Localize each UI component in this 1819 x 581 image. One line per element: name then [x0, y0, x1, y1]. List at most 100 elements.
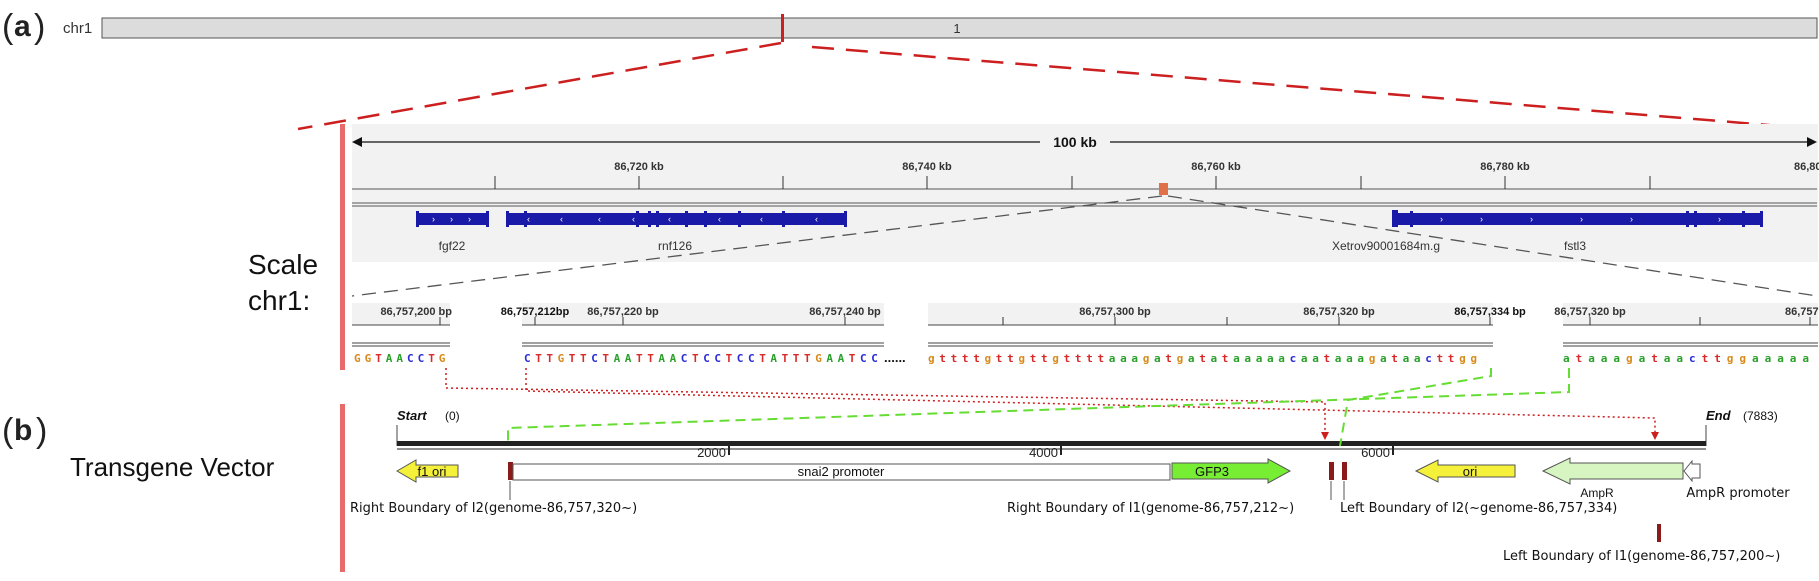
seq-tick-label: 86,757, — [1785, 306, 1819, 318]
nucleotide: t — [1064, 352, 1071, 365]
nucleotide: a — [1131, 352, 1138, 365]
nucleotide: C — [703, 352, 710, 365]
gene-rnf126[interactable]: ‹ ‹ ‹ ‹ ‹ ‹ ‹ ‹ — [506, 211, 847, 227]
panel-b: ( b ) Transgene Vector Start (0) End (78… — [2, 404, 1790, 572]
nucleotide: T — [636, 352, 643, 365]
nucleotide: C — [681, 352, 688, 365]
nucleotide: T — [804, 352, 811, 365]
boundary-label-left-i1: Left Boundary of I1(genome-86,757,200~) — [1503, 549, 1780, 564]
nucleotide: t — [1222, 352, 1229, 365]
region-marker[interactable] — [1159, 183, 1168, 195]
seq-tick-label: 86,757,320 bp — [1303, 306, 1375, 318]
seq-tick-label: 86,757,200 bp — [380, 306, 452, 318]
seq-tick-label: 86,757,240 bp — [809, 306, 881, 318]
boundary-label-right-i1: Right Boundary of I1(genome-86,757,212~) — [1007, 501, 1294, 516]
scale-label-bg — [1040, 133, 1110, 151]
connector-arrowhead — [1321, 432, 1329, 440]
svg-text:›: › — [450, 214, 453, 224]
feature-f1-ori[interactable]: f1 ori — [396, 459, 459, 483]
panel-b-side-bar — [340, 404, 345, 572]
nucleotide: a — [1188, 352, 1195, 365]
nucleotide: t — [973, 352, 980, 365]
boundary-marker-right-i2[interactable] — [508, 462, 513, 480]
svg-text:›: › — [1480, 214, 1483, 224]
nucleotide: t — [1075, 352, 1082, 365]
feature-gfp3[interactable]: GFP3 — [1171, 458, 1292, 484]
svg-text:›: › — [1530, 214, 1533, 224]
nucleotide: a — [1639, 352, 1646, 365]
nucleotide: t — [962, 352, 969, 365]
panel-b-letter-open: ( — [2, 412, 14, 450]
svg-text:‹: ‹ — [527, 214, 530, 224]
nucleotide: g — [1177, 352, 1184, 365]
nucleotide: T — [692, 352, 699, 365]
nucleotide: t — [1576, 352, 1583, 365]
nucleotide: A — [614, 352, 621, 365]
nucleotide: a — [1563, 352, 1570, 365]
boundary-marker-left-i1[interactable] — [1657, 524, 1661, 542]
feature-ampr[interactable] — [1541, 457, 1684, 485]
nucleotide: t — [1086, 352, 1093, 365]
nucleotide: a — [1664, 352, 1671, 365]
ruler-tick-label: 86,80 — [1794, 161, 1819, 173]
feature-label-ampr: AmpR — [1580, 486, 1614, 500]
nucleotide: a — [1267, 352, 1274, 365]
chromosome-number: 1 — [953, 21, 960, 36]
seq-tick-label: 86,757,220 bp — [587, 306, 659, 318]
nucleotide: C — [524, 352, 531, 365]
vector-tick-label: 6000 — [1361, 445, 1390, 460]
gene-fstl3[interactable]: › › › › › › — [1392, 210, 1763, 227]
nucleotide: a — [1790, 352, 1797, 365]
connector-green-right-i2 — [507, 368, 1570, 446]
feature-label-ampr-promoter: AmpR promoter — [1686, 486, 1790, 501]
svg-text:›: › — [1440, 214, 1443, 224]
nucleotide: g — [985, 352, 992, 365]
zoom-line-left — [297, 41, 782, 131]
chromosome-position-marker — [781, 14, 784, 42]
scale-arrow-left — [352, 137, 362, 147]
nucleotide: a — [1676, 352, 1683, 365]
nucleotide: T — [602, 352, 609, 365]
nucleotide: C — [860, 352, 867, 365]
chromosome-ideogram[interactable] — [101, 17, 1818, 39]
nucleotide: g — [1459, 352, 1466, 365]
feature-ampr-promoter[interactable] — [1683, 459, 1701, 483]
ruler-tick-label: 86,780 kb — [1480, 161, 1530, 173]
seq-tick-label: 86,757,334 bp — [1454, 306, 1526, 318]
nucleotide: a — [1244, 352, 1251, 365]
nucleotide: A — [826, 352, 833, 365]
nucleotide: g — [1470, 352, 1477, 365]
nucleotide: a — [1414, 352, 1421, 365]
connector-red-left-i1 — [525, 368, 1656, 436]
vector-tick-label: 4000 — [1029, 445, 1058, 460]
nucleotide: a — [1301, 352, 1308, 365]
nucleotide: t — [1098, 352, 1105, 365]
gene-fgf22[interactable]: › › › — [416, 211, 489, 227]
nucleotide: T — [759, 352, 766, 365]
nucleotide: a — [1601, 352, 1608, 365]
feature-ori[interactable]: ori — [1414, 459, 1516, 483]
nucleotide: T — [782, 352, 789, 365]
boundary-label-right-i2: Right Boundary of I2(genome-86,757,320~) — [350, 501, 637, 516]
nucleotide: C — [407, 352, 414, 365]
svg-text:›: › — [432, 214, 435, 224]
nucleotide: A — [658, 352, 665, 365]
panel-a-side-bar — [340, 124, 345, 370]
nucleotide: C — [737, 352, 744, 365]
end-label: End — [1706, 408, 1732, 423]
zoom-line-grey-left — [351, 195, 1163, 297]
panel-b-letter-close: ) — [36, 412, 47, 450]
panel-a-letter: a — [14, 10, 31, 43]
sequence-region — [352, 303, 1818, 347]
boundary-marker-left-i2[interactable] — [1342, 462, 1347, 480]
boundary-marker-right-i1[interactable] — [1329, 462, 1334, 480]
seq-tick-label: 86,757,212bp — [501, 306, 570, 318]
nucleotide: C — [714, 352, 721, 365]
feature-snai2-promoter[interactable]: snai2 promoter — [512, 463, 1171, 481]
nucleotide: t — [1437, 352, 1444, 365]
